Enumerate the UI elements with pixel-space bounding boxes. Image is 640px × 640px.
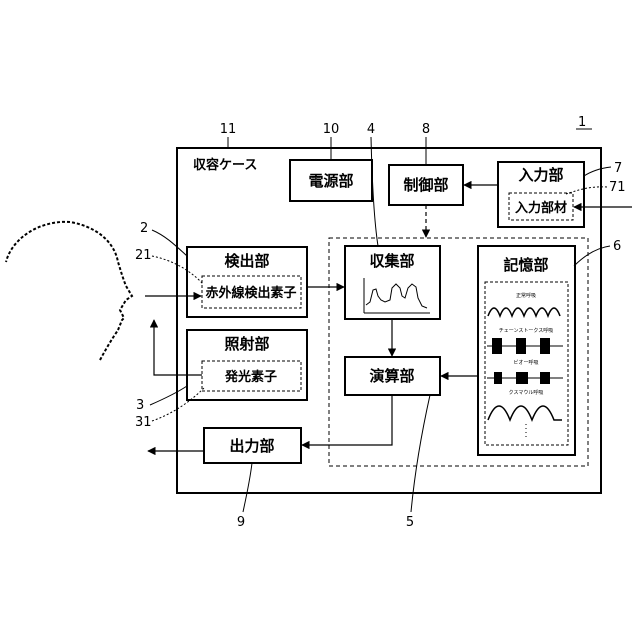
ref-irradiation-unit: 3 <box>136 398 144 413</box>
pattern-normal-label: 正常呼吸 <box>516 292 536 299</box>
ref-control-unit: 8 <box>422 122 430 137</box>
ref-output-unit: 9 <box>237 515 245 530</box>
leader-output-unit <box>243 463 252 512</box>
ref-collection-unit: 4 <box>367 122 375 137</box>
ref-input-member: 71 <box>609 180 626 195</box>
leader-storage-unit <box>574 246 610 266</box>
ref-storage-unit: 6 <box>613 239 621 254</box>
pattern-cheyne-stokes-label: チェーンストークス呼吸 <box>499 327 554 334</box>
calculation-unit-label: 演算部 <box>369 367 414 385</box>
ref-ir-sensor: 21 <box>135 248 152 263</box>
output-unit-label: 出力部 <box>229 437 274 455</box>
collection-unit-label: 収集部 <box>369 252 414 270</box>
housing-label: 収容ケース <box>193 157 257 173</box>
ref-detection-unit: 2 <box>140 221 148 236</box>
head-silhouette <box>6 222 132 360</box>
ref-input-unit: 7 <box>614 161 622 176</box>
pattern-kussmaul-label: クスマウル呼吸 <box>509 389 544 396</box>
power-unit-label: 電源部 <box>308 172 353 190</box>
leader-detection-unit <box>152 230 187 256</box>
input-unit-label: 入力部 <box>518 166 563 184</box>
storage-unit-label: 記憶部 <box>503 256 548 274</box>
ir-sensor-label: 赤外線検出素子 <box>205 285 296 301</box>
control-unit-label: 制御部 <box>403 176 448 194</box>
leader-calculation-unit <box>411 395 430 512</box>
arrow-calculation-to-output <box>302 395 392 445</box>
figure-number: 1 <box>578 115 586 130</box>
pattern-biot-label: ビオー呼吸 <box>513 359 538 366</box>
ref-power-unit: 10 <box>323 122 340 137</box>
leader-irradiation-unit <box>150 386 187 405</box>
light-emitter-label: 発光素子 <box>224 369 277 385</box>
ref-calculation-unit: 5 <box>406 515 414 530</box>
leader-input-unit <box>584 167 611 176</box>
irradiation-unit-label: 照射部 <box>224 335 269 353</box>
ref-housing: 11 <box>220 122 237 137</box>
input-member-label: 入力部材 <box>515 200 567 216</box>
ref-light-emitter: 31 <box>135 415 152 430</box>
detection-unit-label: 検出部 <box>224 252 269 270</box>
